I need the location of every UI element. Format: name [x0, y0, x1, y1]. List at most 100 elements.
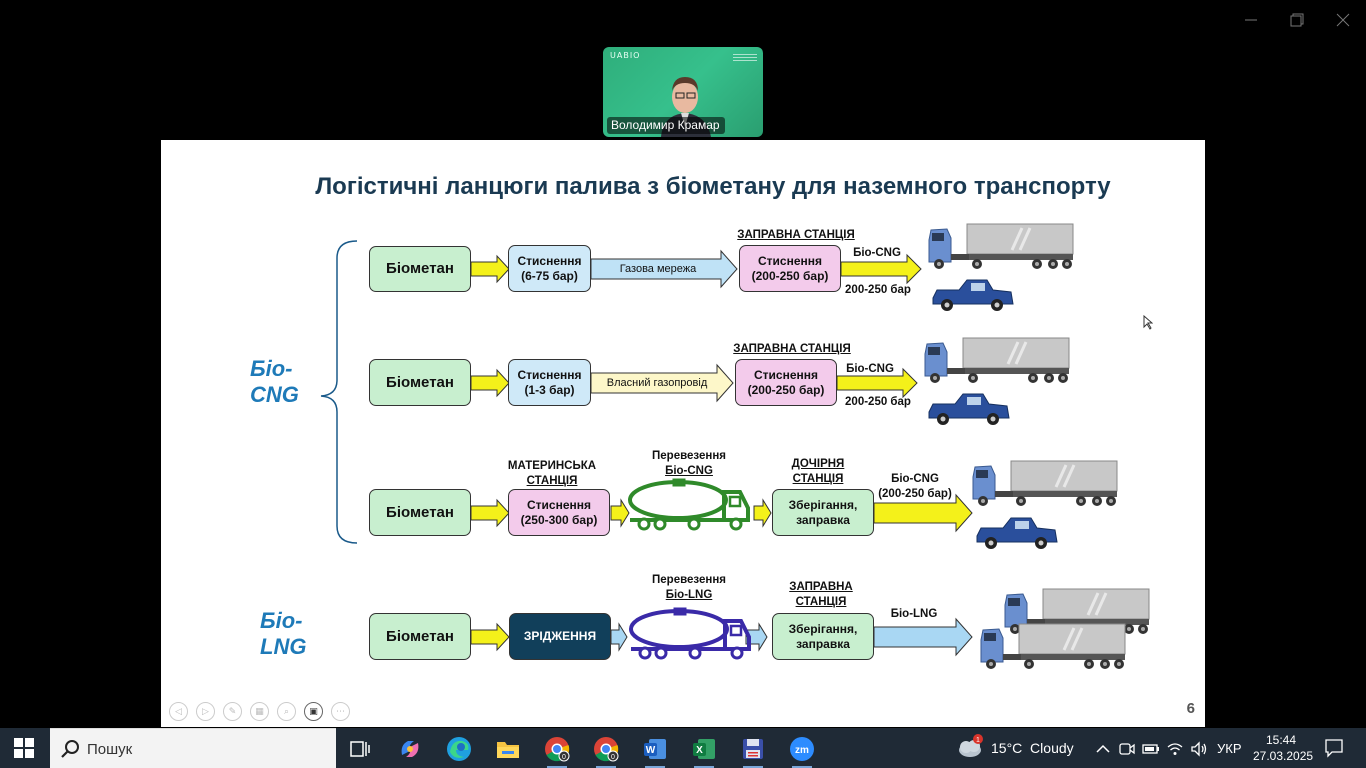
notifications-icon[interactable] [1324, 738, 1344, 758]
minimize-button[interactable] [1241, 10, 1261, 30]
bio-lng-label: Біо- LNG [260, 608, 306, 661]
meet-now-icon[interactable] [1118, 741, 1136, 757]
mother-compression-box: Стиснення(250-300 бар) [508, 489, 610, 536]
daughter-station-label-line1: ДОЧІРНЯ [791, 458, 845, 470]
station-title: Стиснення [753, 368, 818, 383]
svg-text:W: W [646, 745, 656, 756]
storage-box: Зберігання,заправка [772, 613, 874, 660]
svg-text:X: X [696, 745, 703, 756]
pen-icon[interactable]: ✎ [223, 702, 242, 721]
active-indicator [792, 766, 812, 768]
battery-icon[interactable] [1142, 741, 1160, 757]
compression-box: Стиснення(6-75 бар) [508, 245, 591, 292]
close-button[interactable] [1333, 10, 1353, 30]
compression-title: Стиснення [517, 368, 582, 383]
output-fuel-label: Біо-CNG (200-250 бар) [869, 472, 961, 502]
bio-lng-prefix: Біо- [260, 608, 303, 633]
active-indicator [645, 766, 665, 768]
taskbar: Пошук 0 0 W X [0, 728, 1366, 768]
search-box[interactable]: Пошук [50, 728, 336, 768]
link-label: Газова мережа [619, 263, 697, 275]
weather-text[interactable]: 15°C Cloudy [991, 740, 1074, 756]
output-pressure: (200-250 бар) [878, 487, 952, 500]
compression-title: Стиснення [526, 498, 591, 513]
svg-text:zm: zm [795, 745, 809, 756]
active-indicator [743, 766, 763, 768]
biomethane-box: Біометан [369, 359, 471, 406]
video-brand: UABIO [610, 51, 641, 60]
word-button[interactable]: W [636, 732, 674, 768]
mother-station-label-line1: МАТЕРИНСЬКА [507, 460, 597, 472]
output-fuel-label: Біо-LNG [890, 608, 938, 620]
active-indicator [547, 766, 567, 768]
search-icon [61, 740, 79, 758]
excel-button[interactable]: X [685, 732, 723, 768]
zoom-icon[interactable]: ⌕ [277, 702, 296, 721]
folder-icon [497, 742, 519, 758]
task-view-icon [350, 741, 370, 757]
storage-title: Зберігання, [788, 498, 858, 513]
windows-start-icon[interactable] [14, 738, 34, 758]
daughter-station-label: ДОЧІРНЯ СТАНЦІЯ [773, 457, 863, 487]
camera-icon[interactable]: ▣ [304, 702, 323, 721]
lng-transport-label-line1: Перевезення [652, 574, 726, 586]
bio-cng-label: Біо- CNG [250, 356, 299, 409]
clock-time: 15:44 [1265, 733, 1297, 747]
restore-button[interactable] [1287, 10, 1307, 30]
edge-icon [447, 737, 471, 761]
chrome-button[interactable]: 0 [538, 732, 576, 768]
more-icon[interactable]: ⋯ [331, 702, 350, 721]
compression-box: Стиснення(1-3 бар) [508, 359, 591, 406]
svg-text:0: 0 [562, 754, 566, 761]
wifi-icon[interactable] [1166, 741, 1184, 757]
active-indicator [596, 766, 616, 768]
presentation-slide: Логістичні ланцюги палива з біометану дл… [161, 140, 1205, 727]
slide-toolbar: ◁ ▷ ✎ ▦ ⌕ ▣ ⋯ [169, 702, 350, 721]
active-indicator [694, 766, 714, 768]
slides-icon[interactable]: ▦ [250, 702, 269, 721]
clock[interactable]: 15:44 27.03.2025 [1253, 732, 1314, 764]
weather-cloud-icon[interactable]: 1 [956, 734, 986, 760]
chrome-profile-button[interactable]: 0 [587, 732, 625, 768]
biomethane-box: Біометан [369, 489, 471, 536]
lng-station-label-line2: СТАНЦІЯ [795, 595, 847, 608]
output-fuel-label: Біо-CNG [846, 363, 894, 375]
edge-button[interactable] [440, 732, 478, 766]
language-indicator[interactable]: УКР [1217, 741, 1242, 756]
zoom-app-icon: zm [790, 737, 814, 761]
storage-subtitle: заправка [796, 512, 850, 527]
volume-icon[interactable] [1190, 741, 1208, 757]
bio-cng-suffix: CNG [250, 382, 299, 408]
output-pressure-label: 200-250 бар [845, 284, 911, 296]
daughter-station-label-line2: СТАНЦІЯ [792, 472, 844, 485]
station-box: Стиснення(200-250 бар) [739, 245, 841, 292]
lng-transport-label-line2: Біо-LNG [665, 588, 713, 601]
page-number: 6 [1186, 700, 1195, 717]
cng-transport-label-line1: Перевезення [652, 450, 726, 462]
lng-station-label: ЗАПРАВНА СТАНЦІЯ [773, 580, 869, 610]
chevron-up-icon[interactable] [1095, 741, 1111, 757]
compression-title: Стиснення [517, 254, 582, 269]
previous-icon[interactable]: ◁ [169, 702, 188, 721]
chrome-badge: 0 [611, 754, 615, 761]
station-pressure: (200-250 бар) [747, 382, 825, 397]
save-app-button[interactable] [734, 732, 772, 768]
storage-title: Зберігання, [788, 622, 858, 637]
copilot-button[interactable] [391, 732, 429, 766]
bio-lng-suffix: LNG [260, 634, 307, 660]
bio-cng-prefix: Біо- [250, 356, 293, 381]
chrome-icon: 0 [545, 737, 570, 762]
clock-date: 27.03.2025 [1253, 749, 1314, 763]
participant-video[interactable]: UABIO Володимир Крамар [603, 47, 763, 137]
station-title: Стиснення [757, 254, 822, 269]
chrome-icon: 0 [594, 737, 619, 762]
cng-transport-label: Перевезення Біо-CNG [639, 449, 739, 479]
zoom-button[interactable]: zm [783, 732, 821, 768]
brand-lines [733, 54, 757, 63]
next-icon[interactable]: ▷ [196, 702, 215, 721]
slide-title: Логістичні ланцюги палива з біометану дл… [315, 173, 1111, 200]
compression-pressure: (1-3 бар) [524, 382, 575, 397]
task-view-button[interactable] [341, 732, 379, 766]
file-explorer-button[interactable] [489, 732, 527, 766]
copilot-icon [401, 741, 419, 757]
